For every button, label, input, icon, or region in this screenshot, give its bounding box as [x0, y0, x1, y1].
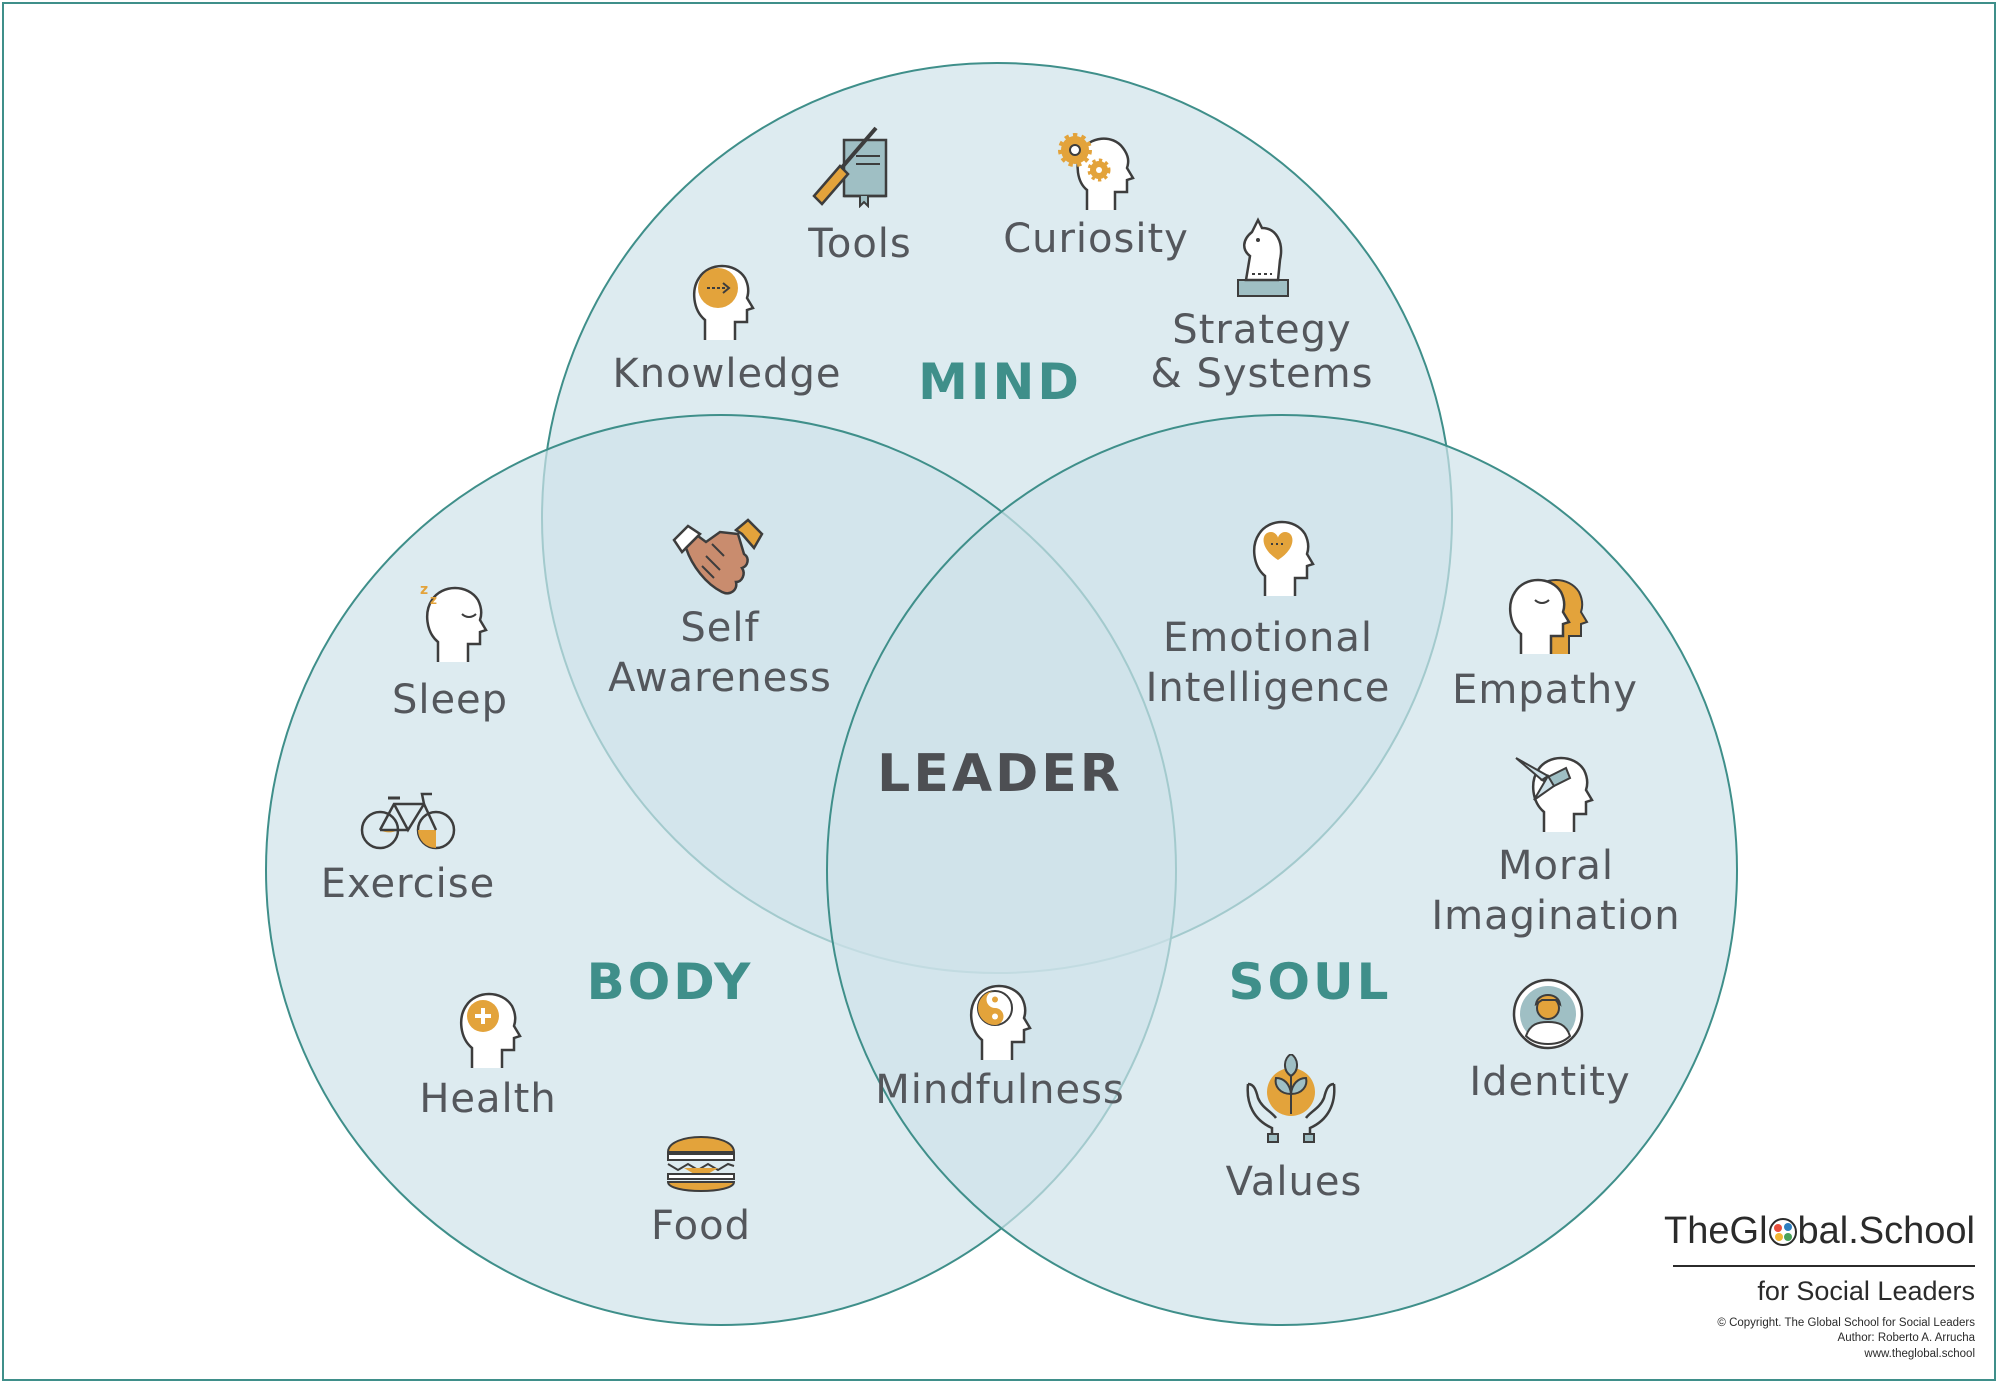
mindfulness-label: Mindfulness	[875, 1067, 1125, 1113]
handshake-icon	[672, 518, 764, 595]
heart-head-icon	[1252, 520, 1315, 596]
logo-name-part1: TheGl	[1664, 1210, 1768, 1252]
screwdriver-book-icon	[812, 126, 888, 208]
gears-head-icon	[1058, 133, 1135, 210]
chess-knight-icon	[1237, 217, 1289, 297]
awareness-label: Awareness	[608, 655, 832, 701]
author-text: Author: Roberto A. Arrucha	[1837, 1332, 1975, 1344]
values-label: Values	[1225, 1159, 1363, 1205]
systems-label: & Systems	[1150, 351, 1374, 397]
mind-title: MIND	[918, 353, 1082, 411]
soul-title: SOUL	[1228, 953, 1392, 1011]
person-badge-icon	[1512, 978, 1584, 1050]
knowledge-label: Knowledge	[612, 351, 842, 397]
origami-bird-head-icon	[1515, 756, 1594, 832]
empathy-label: Empathy	[1452, 667, 1638, 713]
identity-label: Identity	[1469, 1059, 1631, 1105]
emotional-label: Emotional	[1163, 615, 1373, 661]
health-label: Health	[419, 1076, 557, 1122]
intelligence-label: Intelligence	[1145, 665, 1391, 711]
bicycle-icon	[360, 792, 456, 850]
sleep-label: Sleep	[391, 677, 509, 723]
food-label: Food	[651, 1203, 751, 1249]
website-text: www.theglobal.school	[1864, 1348, 1975, 1360]
curiosity-label: Curiosity	[1003, 216, 1189, 262]
logo-wordmark: TheGl bal.School	[1664, 1210, 1975, 1253]
logo-name-part2: bal.School	[1797, 1210, 1975, 1252]
soul-circle	[826, 414, 1738, 1326]
body-title: BODY	[586, 953, 754, 1011]
head-arrow-icon	[692, 264, 755, 340]
globe-icon	[1768, 1218, 1797, 1246]
tools-label: Tools	[808, 221, 912, 267]
yin-yang-head-icon	[969, 984, 1032, 1060]
svg-text:z: z	[430, 593, 437, 607]
sleep-head-icon: z z	[420, 582, 488, 662]
logo-divider	[1673, 1265, 1975, 1267]
health-head-icon	[459, 992, 522, 1068]
self-label: Self	[680, 605, 760, 651]
svg-text:z: z	[420, 582, 428, 598]
burger-icon	[666, 1136, 736, 1192]
imagination-label: Imagination	[1431, 893, 1681, 939]
strategy-label: Strategy	[1172, 307, 1352, 353]
exercise-label: Exercise	[320, 861, 496, 907]
copyright-text: © Copyright. The Global School for Socia…	[1717, 1317, 1975, 1329]
logo-subtitle: for Social Leaders	[1757, 1276, 1975, 1306]
leader-title: LEADER	[877, 744, 1123, 804]
moral-label: Moral	[1497, 843, 1615, 889]
plant-hands-icon	[1246, 1054, 1336, 1143]
empathy-heads-icon	[1508, 578, 1589, 654]
